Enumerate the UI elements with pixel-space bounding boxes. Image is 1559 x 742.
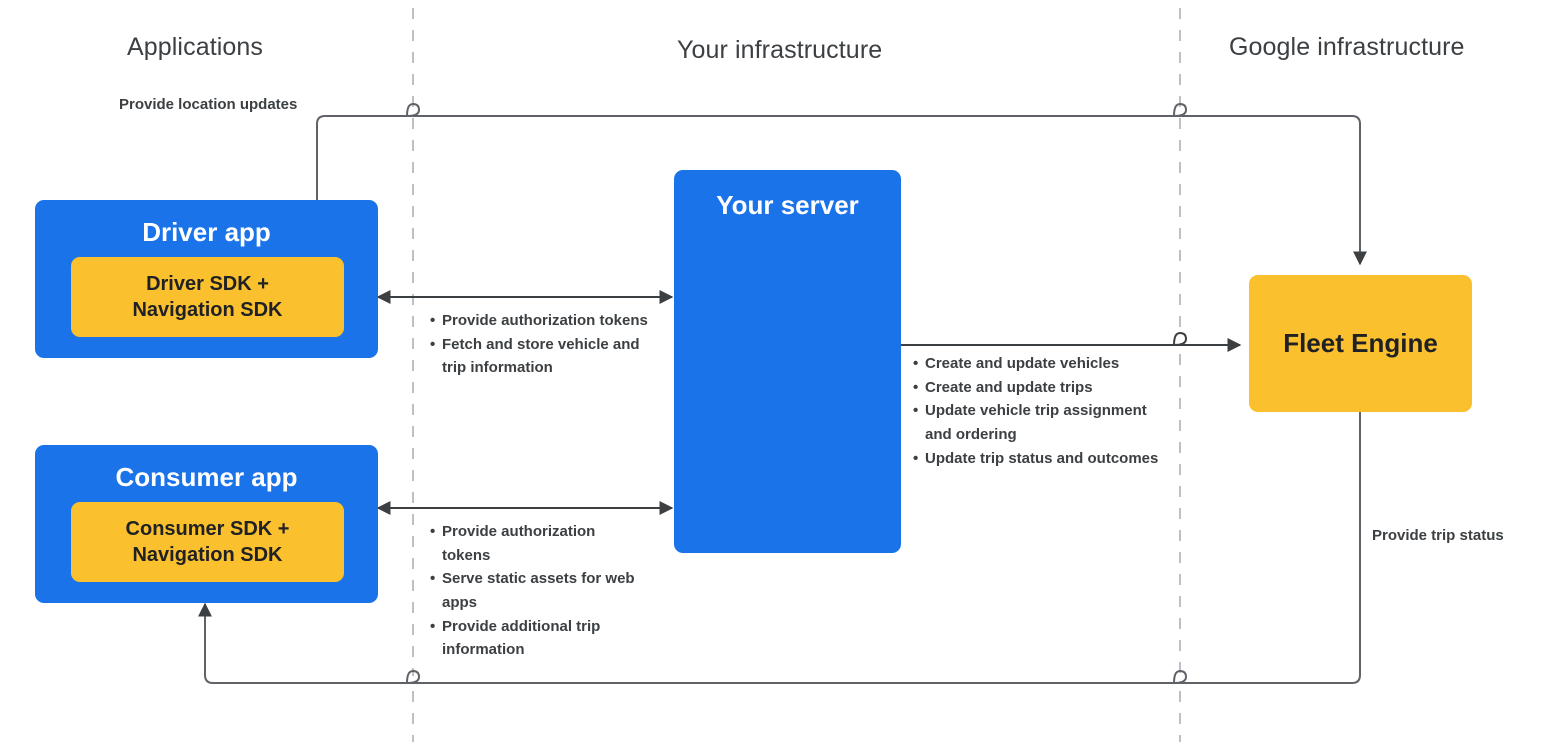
edge-bullets-driver-server: Provide authorization tokens Fetch and s… bbox=[430, 309, 655, 380]
driver-app-box[interactable]: Driver app Driver SDK + Navigation SDK bbox=[35, 200, 378, 358]
line-jump-right-top bbox=[1173, 102, 1188, 117]
bullet-item: Provide authorization tokens bbox=[430, 520, 640, 567]
driver-sdk-line1: Driver SDK + bbox=[146, 272, 269, 295]
consumer-app-box[interactable]: Consumer app Consumer SDK + Navigation S… bbox=[35, 445, 378, 603]
zone-title-applications: Applications bbox=[127, 33, 264, 61]
consumer-sdk-box[interactable]: Consumer SDK + Navigation SDK bbox=[71, 502, 344, 582]
edge-bullets-consumer-server: Provide authorization tokens Serve stati… bbox=[430, 520, 640, 662]
consumer-sdk-line2: Navigation SDK bbox=[132, 544, 283, 566]
fleet-engine-title: Fleet Engine bbox=[1283, 328, 1438, 358]
bullet-item: Provide additional trip information bbox=[430, 615, 640, 662]
line-jump-left-top bbox=[406, 102, 421, 117]
bullet-item: Create and update vehicles bbox=[913, 352, 1163, 376]
driver-sdk-line2: Navigation SDK bbox=[132, 299, 283, 321]
line-jump-right-bottom bbox=[1173, 669, 1188, 684]
edge-bullets-server-fleet: Create and update vehicles Create and up… bbox=[913, 352, 1163, 470]
edge-label-location-updates: Provide location updates bbox=[119, 96, 298, 113]
your-server-title: Your server bbox=[716, 190, 859, 220]
edge-trip-status bbox=[198, 412, 1361, 684]
edge-label-trip-status: Provide trip status bbox=[1372, 527, 1504, 544]
fleet-engine-box[interactable]: Fleet Engine bbox=[1249, 275, 1472, 412]
bullet-item: Create and update trips bbox=[913, 376, 1163, 400]
bullet-item: Provide authorization tokens bbox=[430, 309, 655, 333]
bullet-item: Fetch and store vehicle and trip informa… bbox=[430, 333, 655, 380]
zone-title-google-infrastructure: Google infrastructure bbox=[1229, 33, 1465, 61]
driver-sdk-label: Driver SDK + Navigation SDK bbox=[132, 271, 282, 324]
bullet-item: Serve static assets for web apps bbox=[430, 567, 640, 614]
consumer-sdk-label: Consumer SDK + Navigation SDK bbox=[126, 516, 290, 569]
your-server-box[interactable]: Your server bbox=[674, 170, 901, 553]
consumer-sdk-line1: Consumer SDK + bbox=[125, 517, 290, 540]
edge-server-fleet bbox=[901, 331, 1242, 352]
line-jump-left-bottom bbox=[406, 669, 421, 684]
driver-app-title: Driver app bbox=[142, 217, 271, 247]
zone-title-your-infrastructure: Your infrastructure bbox=[677, 36, 883, 64]
edge-location-updates bbox=[316, 115, 1367, 266]
driver-sdk-box[interactable]: Driver SDK + Navigation SDK bbox=[71, 257, 344, 337]
consumer-app-title: Consumer app bbox=[115, 462, 298, 492]
bullet-item: Update vehicle trip assignment and order… bbox=[913, 399, 1163, 446]
bullet-item: Update trip status and outcomes bbox=[913, 447, 1163, 471]
